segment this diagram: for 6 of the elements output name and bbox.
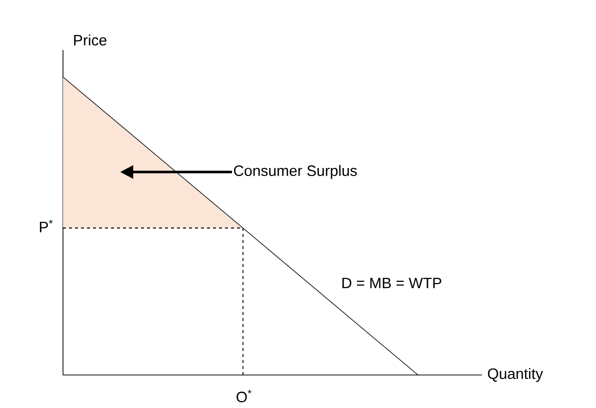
curve-label: D = MB = WTP (342, 278, 442, 288)
axis-title: Quantity (488, 368, 544, 382)
axis-label: P$^{*}$ (40, 220, 53, 232)
axis-label: O$^{*}$ (236, 390, 252, 402)
axis-title: Price (74, 34, 106, 46)
surplus-label: Consumer Surplus (234, 165, 357, 179)
